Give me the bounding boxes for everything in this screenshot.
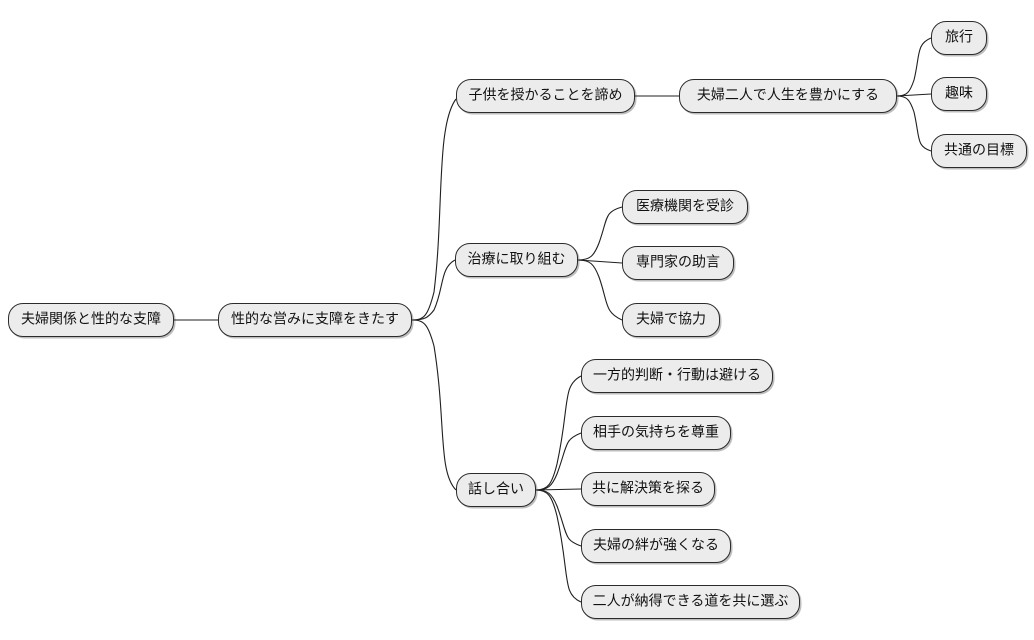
- mindmap-node-b1c3[interactable]: 共通の目標: [931, 134, 1027, 168]
- mindmap-node-b3c5[interactable]: 二人が納得できる道を共に選ぶ: [581, 585, 800, 619]
- mindmap-node-label: 子供を授かることを諦め: [468, 87, 623, 104]
- mindmap-node-label: 医療機関を受診: [636, 198, 734, 215]
- mindmap-node-label: 話し合い: [468, 481, 524, 498]
- mindmap-node-label: 専門家の助言: [636, 254, 720, 271]
- mindmap-node-b1c1[interactable]: 旅行: [931, 21, 987, 55]
- mindmap-node-b3[interactable]: 話し合い: [456, 473, 536, 507]
- edge-b3-to-b3c1: [535, 375, 582, 491]
- edge-b3-to-b3c5: [535, 489, 582, 603]
- edge-n1-to-b3: [411, 319, 457, 491]
- edge-b1c-to-b1c1: [896, 37, 932, 97]
- edge-b1c-to-b1c2: [896, 93, 932, 97]
- mindmap-node-label: 旅行: [945, 29, 973, 46]
- mindmap-node-n1[interactable]: 性的な営みに支障をきたす: [218, 303, 412, 337]
- mindmap-node-label: 相手の気持ちを尊重: [593, 424, 719, 441]
- mindmap-node-b3c3[interactable]: 共に解決策を探る: [581, 472, 715, 506]
- mindmap-node-b1c2[interactable]: 趣味: [931, 77, 987, 111]
- mindmap-node-label: 性的な営みに支障をきたす: [231, 311, 399, 328]
- mindmap-node-label: 夫婦の絆が強くなる: [593, 537, 719, 554]
- mindmap-node-b2[interactable]: 治療に取り組む: [455, 243, 578, 277]
- mindmap-node-label: 夫婦関係と性的な支障: [21, 311, 161, 328]
- mindmap-node-label: 一方的判断・行動は避ける: [593, 367, 761, 384]
- mindmap-node-label: 趣味: [945, 85, 973, 102]
- mindmap-node-b2c3[interactable]: 夫婦で協力: [622, 303, 720, 337]
- mindmap-node-label: 治療に取り組む: [467, 251, 566, 268]
- mindmap-node-label: 夫婦で協力: [636, 311, 706, 328]
- edge-b3-to-b3c4: [535, 489, 582, 547]
- edge-b3-to-b3c3: [535, 488, 582, 491]
- edge-b2-to-b2c1: [577, 206, 623, 261]
- edge-b3-to-b3c2: [535, 432, 582, 491]
- mindmap-node-b1[interactable]: 子供を授かることを諦め: [456, 79, 635, 113]
- edge-b2-to-b2c3: [577, 259, 623, 321]
- mindmap-node-b2c1[interactable]: 医療機関を受診: [622, 190, 748, 224]
- mindmap-node-b2c2[interactable]: 専門家の助言: [622, 246, 734, 280]
- mindmap-node-label: 共通の目標: [944, 142, 1014, 159]
- edge-n1-to-b2: [411, 259, 456, 321]
- mindmap-node-label: 共に解決策を探る: [592, 480, 704, 497]
- mindmap-node-label: 二人が納得できる道を共に選ぶ: [592, 593, 789, 610]
- mindmap-node-b3c1[interactable]: 一方的判断・行動は避ける: [581, 359, 773, 393]
- mindmap-node-b3c2[interactable]: 相手の気持ちを尊重: [581, 416, 731, 450]
- mindmap-node-b3c4[interactable]: 夫婦の絆が強くなる: [581, 529, 731, 563]
- edge-n1-to-b1: [411, 98, 457, 321]
- edge-b1c-to-b1c3: [896, 95, 932, 152]
- mindmap-node-label: 夫婦二人で人生を豊かにする: [696, 87, 880, 104]
- mindmap-node-root[interactable]: 夫婦関係と性的な支障: [8, 303, 174, 337]
- mindmap-node-b1c[interactable]: 夫婦二人で人生を豊かにする: [679, 79, 897, 113]
